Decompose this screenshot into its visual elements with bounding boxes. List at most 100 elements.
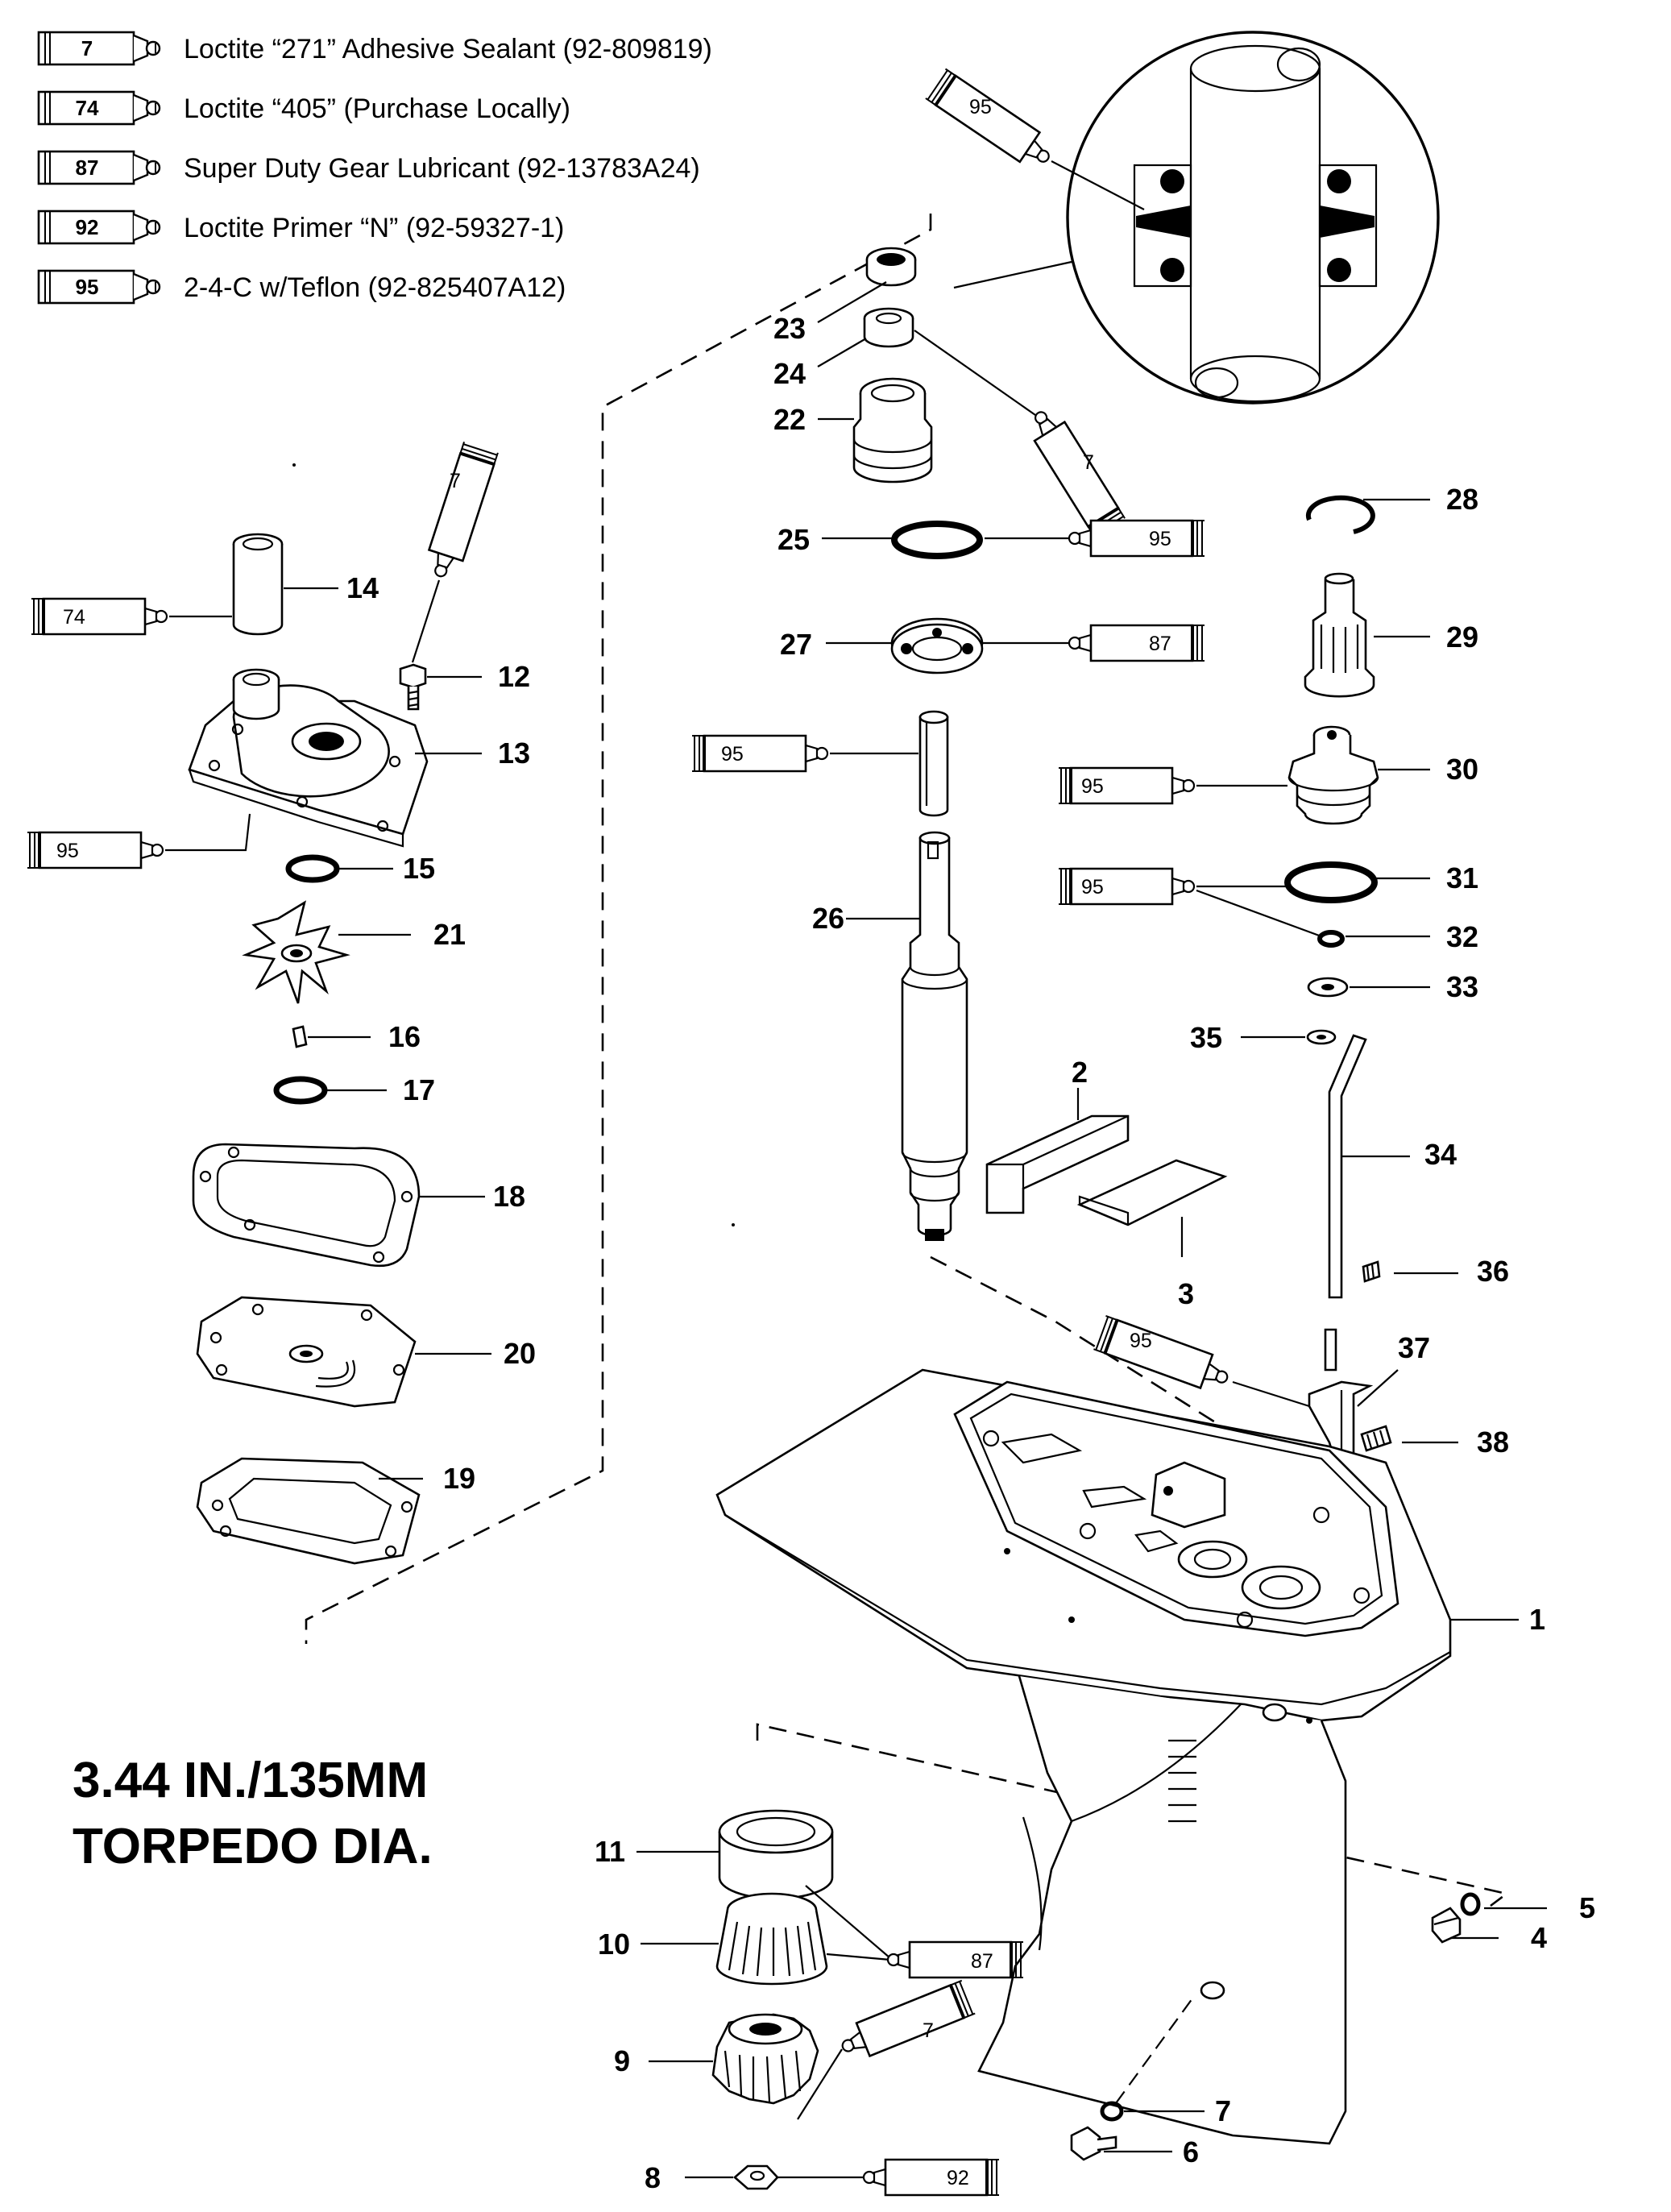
part-8-nut: 8 92 [645,2158,1001,2197]
part-21-impeller: 21 [242,900,466,1004]
part-label-37: 37 [1398,1331,1430,1364]
part-label-8: 8 [645,2161,661,2194]
sealant-tube-icon [37,31,161,66]
part-label-31: 31 [1446,861,1478,894]
part-label-26: 26 [812,902,844,935]
tube-label: 7 [450,470,461,492]
part-label-32: 32 [1446,920,1478,953]
part-label-5: 5 [1579,1891,1595,1924]
part-36-pin: 36 [1362,1255,1509,1288]
part-1-gear-housing: 1 [715,1368,1545,2145]
part-3-pad: 3 [1076,1159,1228,1310]
part-25-o-ring: 25 95 [777,519,1206,559]
part-38-pin: 38 [1360,1425,1509,1459]
part-18-gasket: 18 [192,1143,525,1268]
part-26-drive-shaft: 26 95 [690,710,968,1241]
part-label-35: 35 [1190,1021,1222,1054]
part-label-4: 4 [1531,1921,1547,1954]
part-12-screw: 12 7 [399,440,530,711]
legend-row-74: 74 Loctite “405” (Purchase Locally) [37,90,570,126]
part-label-19: 19 [443,1462,475,1495]
tube-label: 7 [1083,451,1094,474]
sealant-tube-icon [1092,1314,1235,1397]
tube-label: 92 [947,2167,969,2189]
tube-label: 95 [969,96,992,118]
part-9-pinion-gear: 9 7 [614,1978,977,2120]
stray-mark [292,463,296,467]
legend-text: Loctite Primer “N” (92-59327-1) [184,213,564,243]
sealant-tube-icon [37,150,161,185]
part-label-21: 21 [433,918,466,951]
legend-code: 95 [76,275,99,299]
sealant-tube-icon [1057,766,1196,805]
tube-label: 87 [1149,633,1171,655]
part-label-18: 18 [493,1180,525,1213]
sealant-tube-icon [30,597,168,636]
part-15-seal: 15 [285,852,435,885]
tube-label: 95 [1081,775,1104,798]
sealant-tube-icon [834,1978,977,2066]
torpedo-diameter-title-line1: 3.44 IN./135MM [73,1753,428,1808]
part-23-seal: 23 [773,247,917,345]
legend-code: 87 [76,156,99,180]
part-19-gasket: 19 [196,1457,475,1565]
part-label-17: 17 [403,1073,435,1106]
sealant-tube-icon [37,90,161,126]
part-label-14: 14 [346,571,379,604]
part-label-9: 9 [614,2044,630,2077]
legend-text: Loctite “271” Adhesive Sealant (92-80981… [184,34,712,64]
part-label-33: 33 [1446,970,1478,1003]
part-label-16: 16 [388,1020,421,1053]
part-10-tapered-bearing: 10 87 [598,1892,1025,1986]
sealant-tube-icon [886,1940,1025,1979]
part-11-bearing-race: 11 [595,1809,891,1959]
part-27-ball-bearing: 27 87 [780,617,1206,674]
tube-label: 95 [56,840,79,862]
tube-label: 95 [1130,1330,1152,1352]
legend-text: Super Duty Gear Lubricant (92-13783A24) [184,153,700,184]
part-7-washer: 7 [1100,1998,1231,2127]
part-16-key: 16 [292,1020,421,1053]
part-label-3: 3 [1178,1277,1194,1310]
part-label-6: 6 [1183,2135,1199,2168]
part-24-bearing: 24 7 [773,307,1127,539]
sealant-tube-icon [37,210,161,245]
legend-text: Loctite “405” (Purchase Locally) [184,93,570,124]
part-14-sleeve: 14 74 [30,533,379,636]
legend-code: 92 [76,215,99,239]
stray-mark [732,1223,735,1226]
legend-row-87: 87 Super Duty Gear Lubricant (92-13783A2… [37,150,700,185]
legend-text: 2-4-C w/Teflon (92-825407A12) [184,272,566,303]
sealant-tube-icon [421,440,500,583]
part-4-screw: 4 [1431,1907,1547,1954]
part-31-o-ring: 31 95 [1057,861,1478,906]
part-13-pump-housing: 13 95 [26,668,530,869]
part-label-36: 36 [1477,1255,1509,1288]
part-label-20: 20 [504,1337,536,1370]
sealant-tube-icon [690,734,829,773]
part-32-o-ring: 32 [1196,889,1478,953]
part-label-10: 10 [598,1928,630,1961]
part-label-22: 22 [773,403,806,436]
part-label-1: 1 [1529,1603,1545,1636]
sealant-tube-icon [1057,867,1196,906]
legend-row-95: 95 2-4-C w/Teflon (92-825407A12) [37,269,566,305]
tube-label: 87 [971,1950,993,1973]
sealant-tube-icon [923,67,1059,176]
part-label-30: 30 [1446,753,1478,786]
part-label-34: 34 [1424,1138,1457,1171]
part-34-shift-shaft: 34 [1324,1034,1457,1372]
torpedo-diameter-title-line2: TORPEDO DIA. [73,1819,433,1874]
part-6-screw: 6 [1070,2126,1199,2168]
part-30-shift-shaft-bushing: 30 95 [1057,725,1478,825]
legend-row-7: 7 Loctite “271” Adhesive Sealant (92-809… [37,31,712,66]
sealant-tube-icon [862,2158,1001,2197]
part-28-retaining-ring: 28 [1305,483,1478,534]
part-17-seal: 17 [273,1073,435,1106]
part-label-27: 27 [780,628,812,661]
part-5-washer: 5 [1460,1891,1595,1924]
part-label-15: 15 [403,852,435,885]
tube-label: 74 [63,606,85,629]
part-label-11: 11 [595,1835,625,1868]
